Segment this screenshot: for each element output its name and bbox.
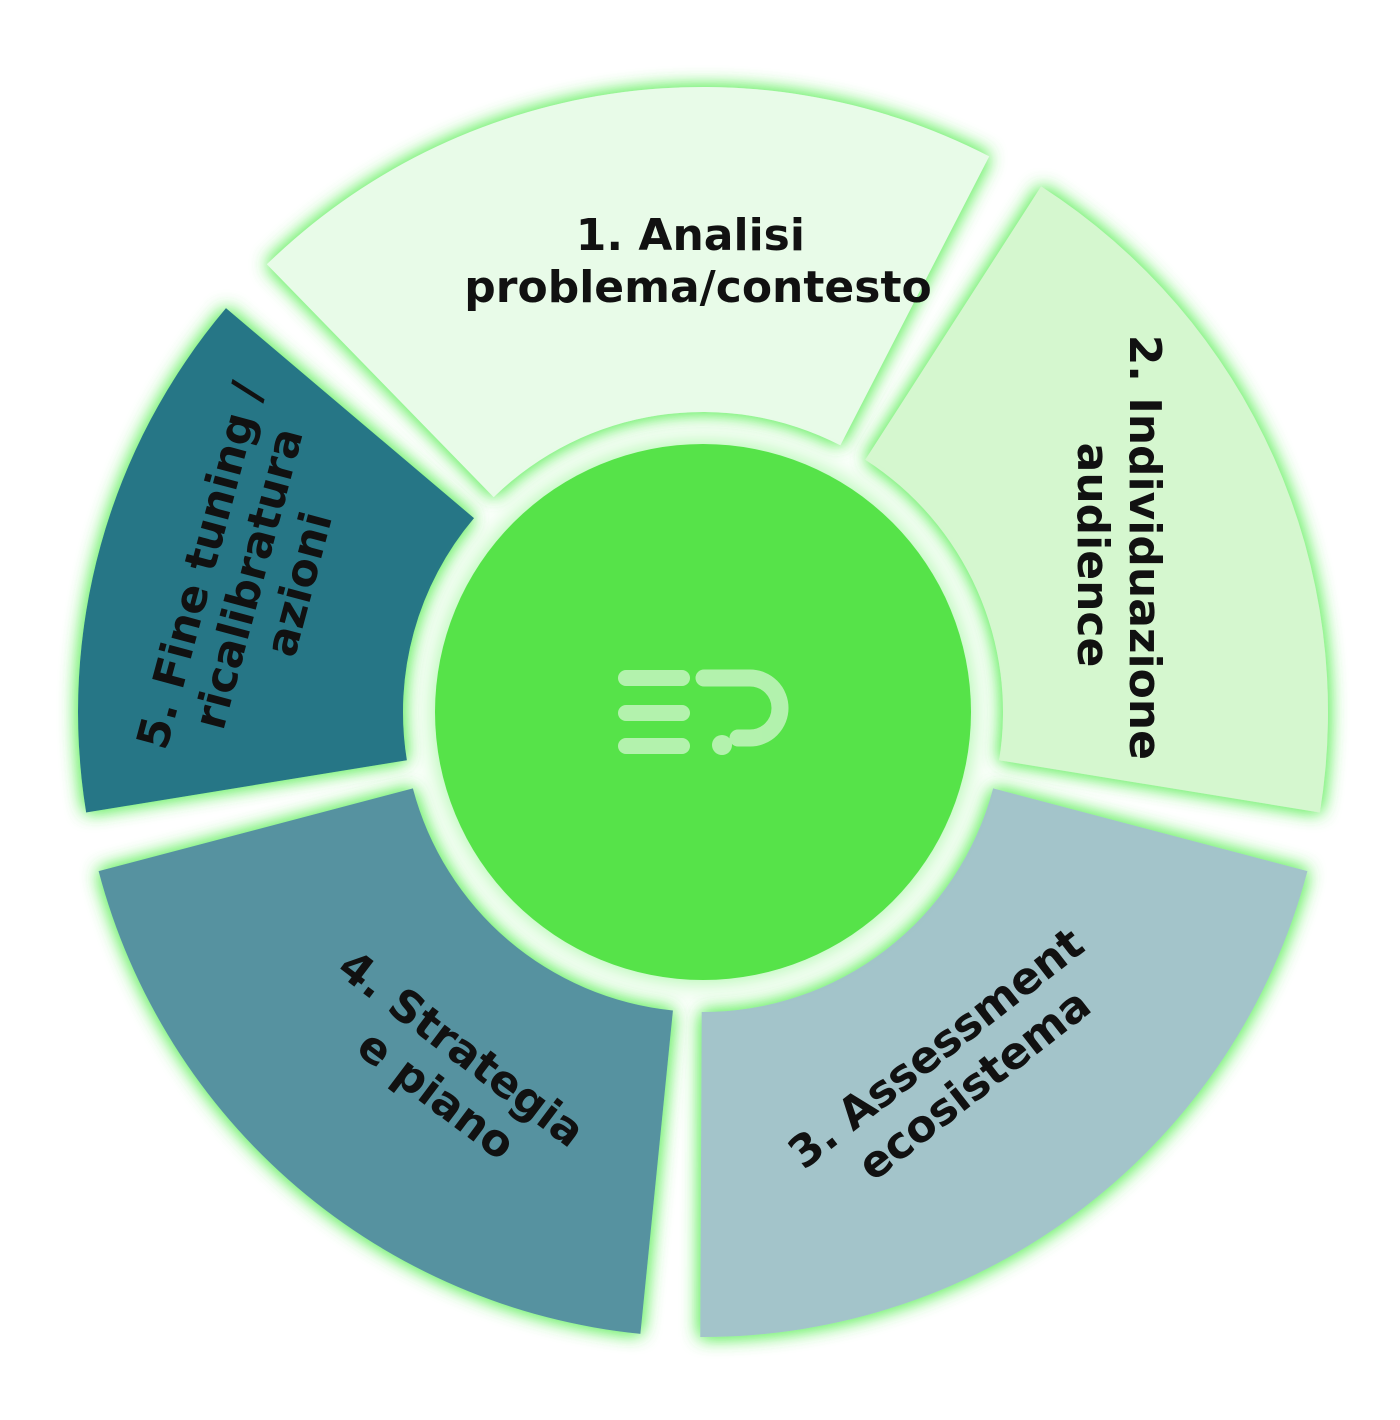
segment-3-assessment-ecosistema: [700, 788, 1308, 1337]
segment-1-label-line-1: 1. Analisi: [576, 210, 805, 261]
segment-1-analisi-problema: [266, 86, 990, 498]
segment-4-strategia-piano: [98, 788, 673, 1334]
segment-5-fine-tuning: [78, 308, 475, 813]
segment-2-label: 2. Individuazione audience: [1067, 335, 1170, 776]
segment-1-label-line-2: problema/contesto: [464, 262, 931, 313]
segment-2-label-line-2: audience: [1067, 443, 1118, 668]
segment-2-individuazione-audience: [865, 186, 1328, 813]
segment-2-label-line-1: 2. Individuazione: [1119, 335, 1170, 760]
ep-logo-icon: [618, 669, 789, 755]
center-hub: [435, 444, 971, 980]
segment-1-label: 1. Analisi problema/contesto: [464, 210, 931, 313]
